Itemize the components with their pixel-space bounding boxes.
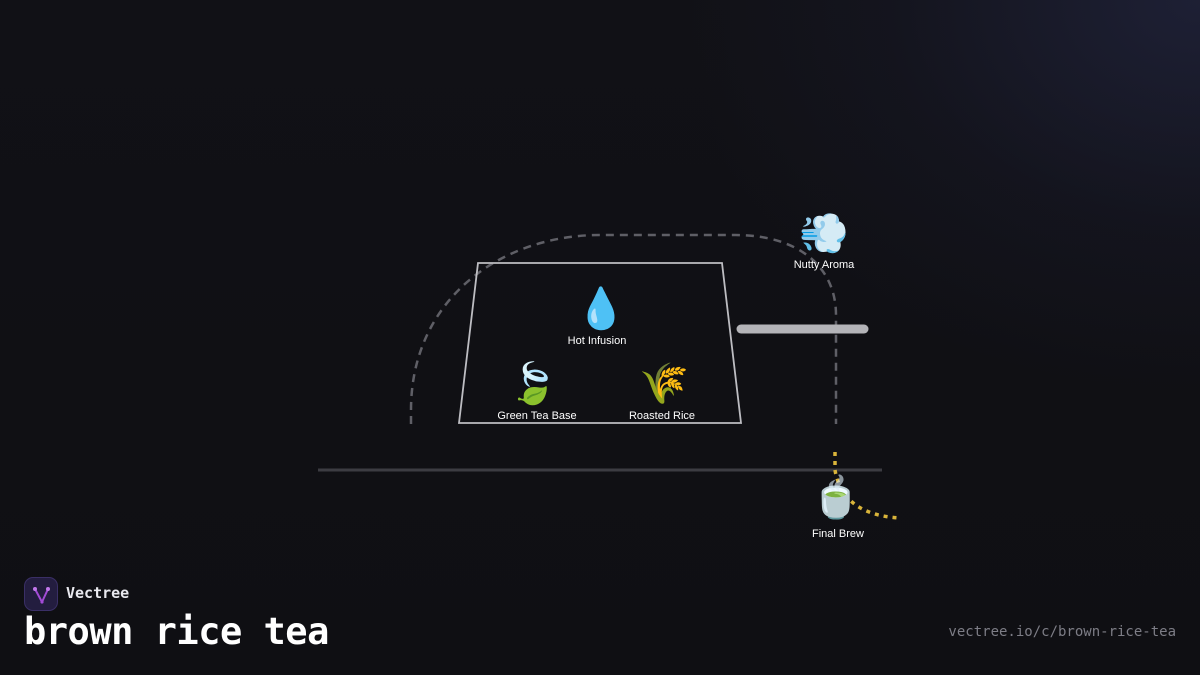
node-roasted-rice: 🌾 Roasted Rice — [629, 361, 695, 422]
page-url[interactable]: vectree.io/c/brown-rice-tea — [948, 624, 1176, 640]
infusion-container — [457, 262, 743, 424]
node-nutty-aroma: 💨 Nutty Aroma — [794, 211, 855, 271]
node-hot-infusion: 💧 Hot Infusion — [568, 285, 627, 347]
node-green-tea-base: 🍃 Green Tea Base — [497, 359, 576, 422]
node-label-nutty-aroma: Nutty Aroma — [794, 259, 855, 271]
teacup-icon: 🍵 — [811, 473, 861, 521]
node-label-hot-infusion: Hot Infusion — [568, 335, 627, 347]
node-label-final-brew: Final Brew — [812, 528, 864, 540]
vectree-logo-icon — [24, 577, 58, 611]
node-label-green-tea-base: Green Tea Base — [497, 410, 576, 422]
page-title: brown rice tea — [24, 610, 329, 653]
droplet-icon: 💧 — [576, 285, 626, 332]
dashed-flow-arch — [409, 233, 838, 424]
brand-name: Vectree — [66, 584, 130, 602]
node-final-brew: 🍵 Final Brew — [811, 473, 864, 540]
node-label-roasted-rice: Roasted Rice — [629, 410, 695, 422]
leaf-icon: 🍃 — [508, 359, 558, 407]
steam-puff-icon: 💨 — [799, 211, 849, 257]
brew-flow-dotted-path — [833, 452, 901, 520]
rice-sheaf-icon: 🌾 — [639, 361, 689, 407]
